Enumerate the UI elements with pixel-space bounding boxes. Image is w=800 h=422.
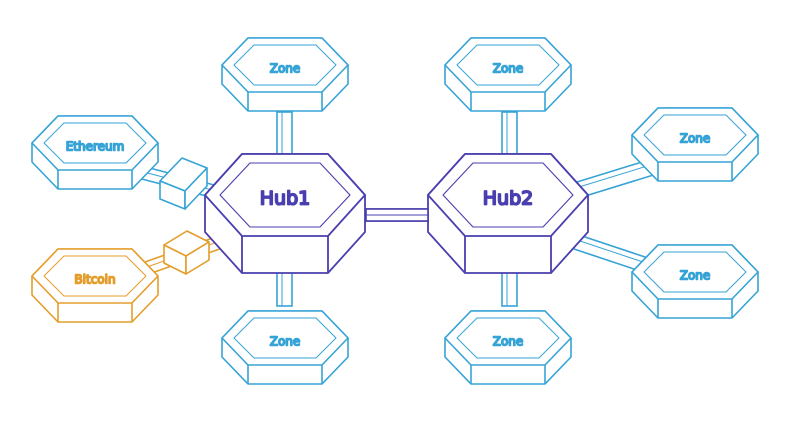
zone-label: Zone — [270, 62, 301, 76]
zone-hub2-lower-right: Zone — [631, 244, 759, 319]
zone-hub2-top: Zone — [444, 37, 572, 112]
link-hub1-zone-top — [276, 111, 293, 159]
zone-label: Zone — [680, 132, 711, 146]
link-hub2-zone-top — [501, 111, 518, 159]
zone-label: Zone — [493, 62, 524, 76]
zone-label: Zone — [493, 335, 524, 349]
zone-label: Zone — [270, 335, 301, 349]
hub1-label: Hub1 — [260, 188, 310, 210]
zone-hub1-top: Zone — [221, 37, 349, 112]
hub1: Hub1 — [204, 153, 366, 274]
zone-label: Zone — [680, 269, 711, 283]
hub2: Hub2 — [427, 153, 589, 274]
zone-hub1-bottom: Zone — [221, 310, 349, 385]
bitcoin-peg-cube — [163, 230, 210, 275]
bitcoin-label: Bitcoin — [74, 273, 115, 287]
ethereum-peg-cube — [159, 157, 208, 210]
zone-ethereum: Ethereum — [31, 115, 159, 190]
ethereum-label: Ethereum — [66, 140, 125, 154]
zone-hub2-bottom: Zone — [444, 310, 572, 385]
link-hub1-hub2-overlay — [365, 208, 429, 222]
hub2-label: Hub2 — [483, 188, 533, 210]
zone-hub2-upper-right: Zone — [631, 107, 759, 182]
zone-bitcoin: Bitcoin — [31, 248, 159, 323]
